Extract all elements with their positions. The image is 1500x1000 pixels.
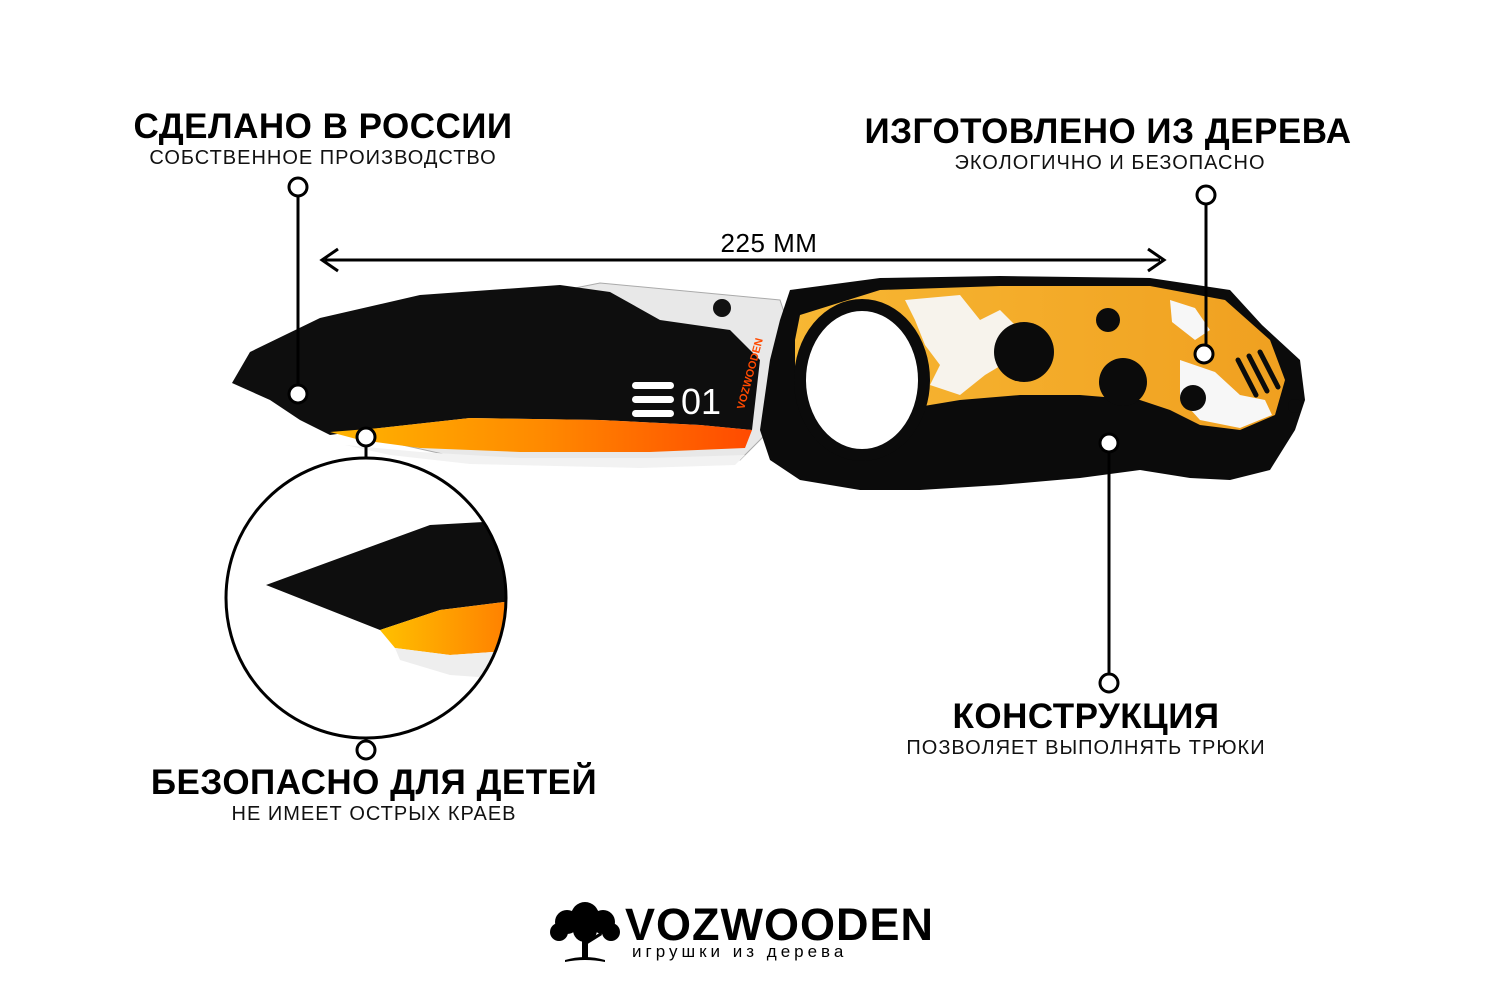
feature-subtitle-safe: НЕ ИМЕЕТ ОСТРЫХ КРАЕВ [231,803,517,825]
feature-subtitle-wood: ЭКОЛОГИЧНО И БЕЗОПАСНО [954,152,1266,174]
callout-wood [1193,184,1217,365]
feature-title-made-in-russia: СДЕЛАНО В РОССИИ [133,107,513,146]
model-mark: 01 [632,381,721,422]
feature-title-safe: БЕЗОПАСНО ДЛЯ ДЕТЕЙ [150,763,598,802]
model-number: 01 [681,381,721,422]
tree-logo-icon [550,902,620,962]
callout-made-in-russia [287,176,309,405]
feature-subtitle-made-in-russia: СОБСТВЕННОЕ ПРОИЗВОДСТВО [149,147,497,169]
feature-title-construction: КОНСТРУКЦИЯ [952,697,1220,736]
brand-name: VOZWOODEN [625,899,934,950]
callout-construction [1098,432,1120,694]
dimension-label: 225 ММ [720,228,818,258]
callout-safe [355,426,377,761]
feature-subtitle-construction: ПОЗВОЛЯЕТ ВЫПОЛНЯТЬ ТРЮКИ [906,737,1266,759]
feature-title-wood: ИЗГОТОВЛЕНО ИЗ ДЕРЕВА [864,112,1352,151]
knife-blade: 01 VOZWOODEN [232,282,791,468]
zoom-circle [224,456,508,740]
brand-tagline: игрушки из дерева [632,942,848,961]
knife-handle [760,276,1305,490]
dimension-arrow [319,247,1167,273]
